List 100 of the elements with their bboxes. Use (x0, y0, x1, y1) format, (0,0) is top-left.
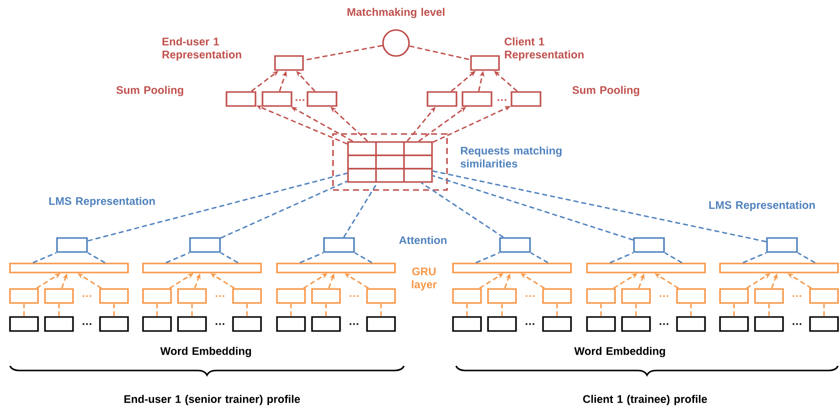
connector (58, 304, 60, 316)
connector (166, 252, 190, 264)
connector (530, 252, 548, 264)
label: … (350, 295, 358, 297)
label: … (660, 323, 668, 325)
attention-box (56, 237, 88, 253)
gru-cell (621, 288, 651, 304)
label: … (792, 295, 802, 297)
gru-bar (719, 262, 839, 274)
connector (432, 175, 634, 241)
connector (380, 304, 382, 316)
embedding-box (177, 316, 207, 332)
label: … (526, 295, 534, 297)
gru-bar (586, 262, 706, 274)
connector (420, 182, 504, 238)
representation-box (470, 55, 500, 71)
connector (501, 304, 503, 316)
connector (664, 252, 682, 264)
label: … (526, 323, 534, 325)
similarity-grid (347, 141, 433, 183)
gru-cell (487, 288, 517, 304)
embedding-box (232, 316, 262, 332)
embedding-box (44, 316, 74, 332)
node-caption: Client 1 Representation (504, 37, 584, 61)
pooling-box (226, 91, 256, 107)
connector (113, 304, 115, 316)
label: LMS Representation (709, 200, 815, 212)
embedding-box (676, 316, 706, 332)
embedding-box (311, 316, 341, 332)
gru-bar (276, 262, 396, 274)
connector (600, 304, 602, 316)
label: … (498, 99, 506, 101)
connector (290, 304, 292, 316)
embedding-box (142, 316, 172, 332)
connector (409, 45, 470, 60)
gru-cell (452, 288, 482, 304)
connector (733, 304, 735, 316)
connector (88, 172, 348, 242)
connector (32, 252, 56, 264)
embedding-box (99, 316, 129, 332)
embedding-box (276, 316, 306, 332)
pooling-box (306, 91, 338, 107)
circle (382, 29, 410, 57)
connector (690, 304, 692, 316)
label: Word Embedding (574, 346, 665, 358)
connector (220, 180, 348, 239)
connector (354, 252, 372, 264)
embedding-box (487, 316, 517, 332)
node-caption: Matchmaking level (348, 8, 444, 18)
embedding-box (719, 316, 749, 332)
connector (610, 252, 634, 264)
label: … (660, 295, 668, 297)
connector (432, 170, 766, 242)
gru-cell (719, 288, 749, 304)
gru-cell (586, 288, 616, 304)
gru-cell (676, 288, 706, 304)
gru-cell (366, 288, 396, 304)
label: … (216, 323, 224, 325)
gru-cell (44, 288, 74, 304)
connector (191, 304, 193, 316)
embedding-box (366, 316, 396, 332)
representation-box (274, 55, 304, 71)
gru-cell (542, 288, 572, 304)
connector (220, 252, 238, 264)
connector (476, 252, 500, 264)
connector (797, 252, 816, 264)
gru-bar (9, 262, 129, 274)
gru-cell (9, 288, 39, 304)
connector (23, 304, 25, 316)
label: Word Embedding (160, 346, 251, 358)
attention-box (633, 237, 665, 253)
label: … (82, 295, 92, 297)
label: End-user 1 (senior trainer) profile (124, 394, 300, 406)
label: Sum Pooling (572, 86, 640, 96)
label: Client 1 (trainee) profile (583, 394, 707, 406)
pooling-box (510, 91, 542, 107)
label: … (350, 323, 358, 325)
attention-box (323, 237, 355, 253)
label: Sum Pooling (116, 86, 184, 96)
connector (556, 304, 558, 316)
label: … (792, 323, 802, 325)
connector (156, 304, 158, 316)
attention-box (766, 237, 798, 253)
label: … (216, 295, 224, 297)
connector (635, 304, 637, 316)
embedding-box (809, 316, 839, 332)
label: … (82, 323, 92, 325)
gru-cell (232, 288, 262, 304)
connector (300, 252, 324, 264)
connector (742, 252, 766, 264)
embedding-box (586, 316, 616, 332)
embedding-box (542, 316, 572, 332)
connector (304, 44, 383, 61)
gru-bar (452, 262, 572, 274)
pooling-box (426, 91, 458, 107)
node-caption: Requests matching similarities (460, 146, 562, 168)
gru-cell (754, 288, 784, 304)
connector (325, 304, 327, 316)
connector (466, 304, 468, 316)
matrix-frame (332, 133, 448, 191)
